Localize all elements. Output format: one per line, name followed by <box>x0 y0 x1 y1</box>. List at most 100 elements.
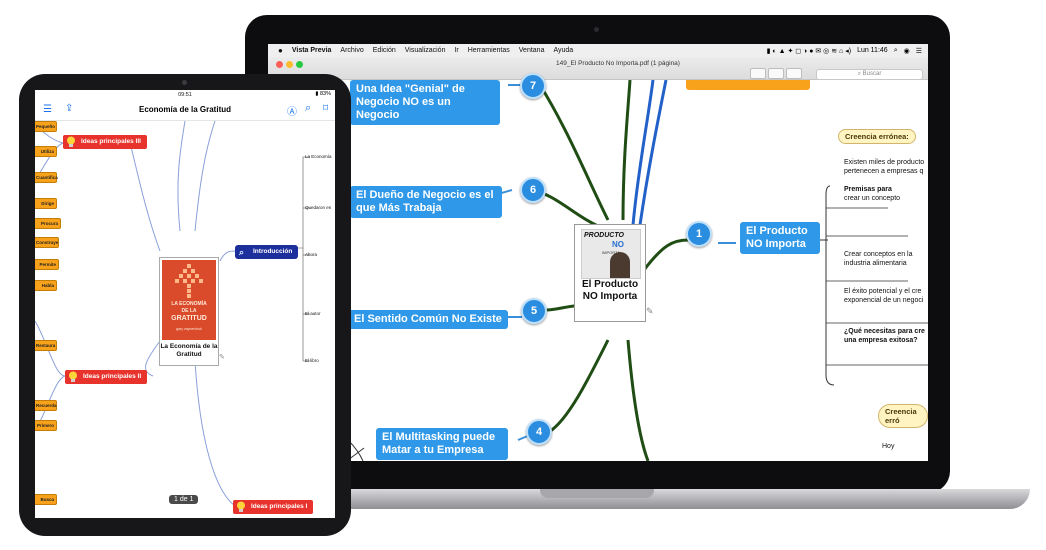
node-label: Ideas principales III <box>81 138 141 145</box>
right-leaf[interactable]: Ahora <box>305 252 318 257</box>
callout-creencia-erronea-2[interactable]: Creencia erró <box>878 404 928 428</box>
leaf-text[interactable]: ¿Qué necesitas para cre <box>844 328 925 335</box>
laptop-screen: ● Vista Previa Archivo Edición Visualiza… <box>268 44 928 461</box>
leaf-text[interactable]: Crear conceptos en la <box>844 251 913 258</box>
share-toolbar-button[interactable] <box>768 68 784 79</box>
share-icon[interactable]: ⇪ <box>65 103 74 114</box>
minimize-button[interactable] <box>286 61 293 68</box>
center-node[interactable]: PRODUCTO NO IMPORTA El Producto NO Impor… <box>574 224 646 322</box>
orange-partial-node <box>686 80 810 90</box>
markup-icon[interactable]: Ⓐ <box>287 107 297 118</box>
ipad-doc-title: Economía de la Gratitud <box>138 105 231 114</box>
cover-title-1: PRODUCTO <box>584 232 624 239</box>
node-label: Ideas principales I <box>251 503 308 510</box>
window-title: 149_El Producto No Importa.pdf (1 página… <box>556 60 680 67</box>
node-label: Ideas principales II <box>83 373 142 380</box>
apple-icon[interactable]: ● <box>278 46 283 55</box>
cover-portrait <box>610 252 630 278</box>
right-leaf[interactable]: El autor <box>305 311 321 316</box>
search-input[interactable]: ⌕ Buscar <box>816 69 923 80</box>
menu-ir[interactable]: Ir <box>454 47 459 54</box>
leaf-text[interactable]: crear un concepto <box>844 195 901 202</box>
left-tab[interactable]: Recuerda <box>35 400 57 411</box>
book-cover-image: PRODUCTO NO IMPORTA <box>581 229 641 279</box>
leaf-text[interactable]: El éxito potencial y el cre <box>844 288 922 295</box>
leaf-text[interactable]: industria alimentaria <box>844 260 907 267</box>
right-leaf[interactable]: La Economía <box>305 154 332 159</box>
menu-list-icon[interactable]: ☰ <box>915 47 922 55</box>
branch-number-1[interactable]: 1 <box>686 221 712 247</box>
mac-menubar: ● Vista Previa Archivo Edición Visualiza… <box>268 44 928 57</box>
branch-5-label[interactable]: El Sentido Común No Existe <box>348 310 508 329</box>
introduccion-node[interactable]: ⌕ Introducción <box>235 245 299 259</box>
user-icon[interactable]: ◉ <box>903 47 910 55</box>
ideas-principales-2-node[interactable]: Ideas principales II <box>65 370 148 384</box>
cover-line-3: GRATITUD <box>171 315 207 322</box>
leaf-text[interactable]: Premisas para <box>844 186 892 193</box>
left-tab[interactable]: Restaura <box>35 340 57 351</box>
left-tab[interactable]: Procura <box>35 218 61 229</box>
right-leaf[interactable]: Quedaron en <box>305 205 332 210</box>
leaf-text[interactable]: Existen miles de producto <box>844 159 925 166</box>
menubar-clock[interactable]: Lun 11:46 <box>857 47 888 54</box>
node-label: Introducción <box>253 248 293 255</box>
ipad-screen: 09:51 ▮ 83% Economía de la Gratitud ☰ ⇪ … <box>35 90 335 518</box>
leaf-text[interactable]: exponencial de un negoci <box>844 297 924 304</box>
leaf-text[interactable]: pertenecen a empresas q <box>844 168 924 175</box>
left-tab[interactable]: Busca <box>35 494 57 505</box>
left-tab[interactable]: Pequeño <box>35 121 57 132</box>
cover-title-2: NO <box>612 240 624 249</box>
ipad-clock: 09:51 <box>178 92 192 98</box>
page-indicator: 1 de 1 <box>169 495 199 504</box>
leaf-text[interactable]: Hoy <box>882 443 895 450</box>
menu-herramientas[interactable]: Herramientas <box>467 47 510 54</box>
annotate-toolbar-button[interactable] <box>786 68 802 79</box>
left-tab[interactable]: Permite <box>35 259 59 270</box>
menu-ventana[interactable]: Ventana <box>518 47 545 54</box>
ipad-center-node[interactable]: LA ECONOMÍA DE LA GRATITUD gary vaynerch… <box>159 257 219 366</box>
mindmap-connectors <box>347 80 928 461</box>
search-placeholder: Buscar <box>862 71 882 77</box>
ideas-principales-1-node[interactable]: Ideas principales I <box>233 500 314 514</box>
center-node-title: El Producto NO Importa <box>581 279 639 302</box>
callout-creencia-erronea[interactable]: Creencia errónea: <box>838 129 916 144</box>
left-tab[interactable]: Utiliza <box>35 146 57 157</box>
ipad-nav-bar: Economía de la Gratitud <box>35 100 335 121</box>
zoom-button[interactable] <box>296 61 303 68</box>
menu-ayuda[interactable]: Ayuda <box>553 47 574 54</box>
list-icon[interactable]: ☰ <box>43 104 52 115</box>
status-icons[interactable]: ▮ ◐ ▲ ✦ ◻ ◑ ● ✉ ◎ ≋ ⌂ ◂) <box>766 47 852 55</box>
note-icon[interactable]: ✎ <box>219 354 225 361</box>
branch-number-7[interactable]: 7 <box>520 73 546 99</box>
spotlight-icon[interactable]: ⌕ <box>893 46 898 54</box>
branch-number-5[interactable]: 5 <box>521 298 547 324</box>
menu-visualizacion[interactable]: Visualización <box>404 47 446 54</box>
right-leaf[interactable]: El libro <box>305 358 319 363</box>
menu-archivo[interactable]: Archivo <box>340 47 364 54</box>
branch-number-4[interactable]: 4 <box>526 419 552 445</box>
ipad-mindmap-connectors <box>35 121 310 507</box>
markup-toolbar-button[interactable] <box>750 68 766 79</box>
leaf-text[interactable]: una empresa exitosa? <box>844 337 918 344</box>
branch-number-6[interactable]: 6 <box>520 177 546 203</box>
left-tab[interactable]: Construye <box>35 237 59 248</box>
cover-line-1: LA ECONOMÍA <box>171 301 207 307</box>
close-button[interactable] <box>276 61 283 68</box>
preview-window-titlebar: 149_El Producto No Importa.pdf (1 página… <box>268 57 928 80</box>
branch-1-label[interactable]: El Producto NO Importa <box>740 222 820 254</box>
bookmark-icon[interactable]: ⌑ <box>323 103 329 114</box>
ideas-principales-3-node[interactable]: Ideas principales III <box>63 135 147 149</box>
ipad-center-label: La Economía de la Gratitud <box>160 343 218 358</box>
branch-7-label[interactable]: Una Idea "Genial" de Negocio NO es un Ne… <box>350 80 500 125</box>
menu-app-name[interactable]: Vista Previa <box>291 47 332 54</box>
branch-6-label[interactable]: El Dueño de Negocio es el que Más Trabaj… <box>350 186 502 218</box>
left-tab[interactable]: Dirige <box>35 198 57 209</box>
left-tab[interactable]: Primero <box>35 420 57 431</box>
left-tab[interactable]: Cuantifica <box>35 172 58 183</box>
lightbulb-icon <box>67 136 75 147</box>
menu-edicion[interactable]: Edición <box>372 47 396 54</box>
left-tab[interactable]: Habla <box>35 280 57 291</box>
note-icon[interactable]: ✎ <box>646 306 654 316</box>
search-icon[interactable]: ⌕ <box>305 102 312 114</box>
branch-4-label[interactable]: El Multitasking puede Matar a tu Empresa <box>376 428 508 460</box>
